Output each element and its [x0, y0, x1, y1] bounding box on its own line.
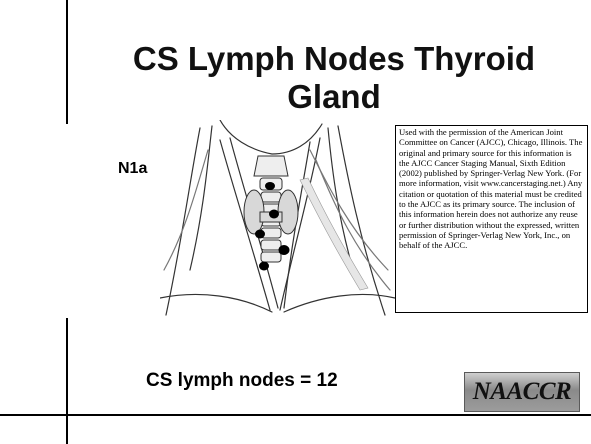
jaw-outline — [220, 120, 322, 154]
clavicle-left — [160, 294, 272, 312]
clavicle-right — [284, 294, 395, 312]
naaccr-logo-text: NAACCR — [473, 378, 571, 406]
slide-title: CS Lymph Nodes Thyroid Gland — [118, 40, 550, 116]
left-vertical-rule-bottom — [66, 318, 68, 444]
neck-anatomy-illustration — [160, 120, 395, 320]
bottom-horizontal-rule — [0, 414, 591, 416]
cs-lymph-nodes-value: CS lymph nodes = 12 — [146, 370, 338, 392]
neck-left-outline — [166, 128, 200, 315]
left-vertical-rule-top — [66, 0, 68, 124]
naaccr-logo: NAACCR — [464, 372, 580, 412]
figure-label-n1a: N1a — [118, 160, 147, 178]
larynx — [254, 156, 288, 176]
ajcc-permission-notice: Used with the permission of the American… — [395, 125, 588, 313]
